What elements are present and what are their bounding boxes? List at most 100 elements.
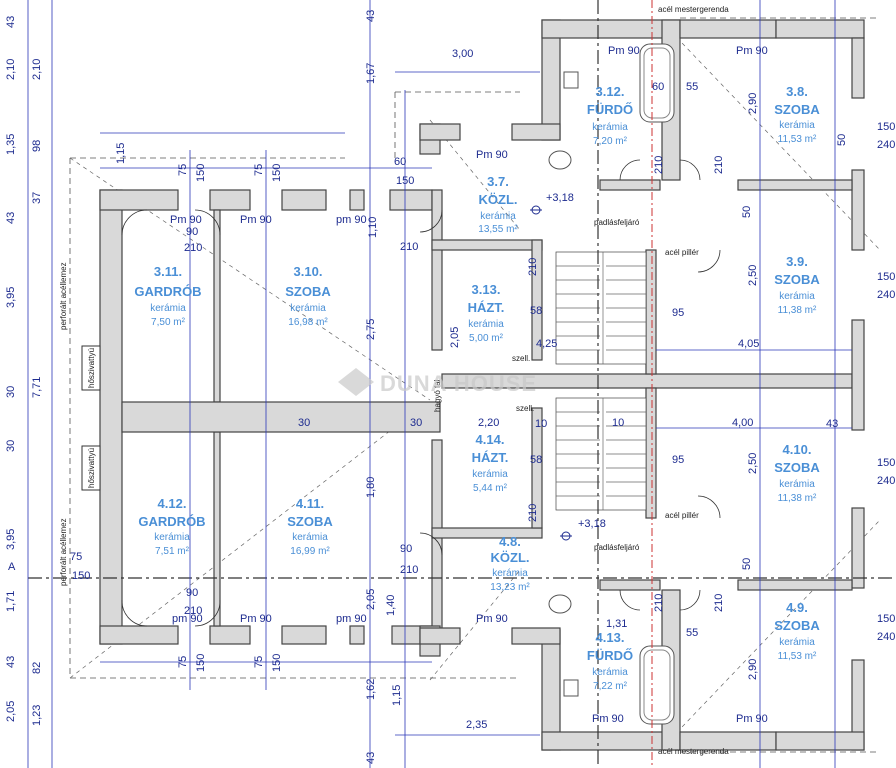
vent-label-top: szell. [512, 354, 530, 363]
dim-label: 3,95 [5, 287, 17, 308]
dim-label: 210 [184, 242, 202, 254]
room-name: FÜRDŐ [587, 648, 633, 663]
room-finish: kerámia [779, 291, 815, 302]
dim-label: 3,95 [5, 529, 17, 550]
room-4-14: 4.14. HÁZT. kerámia 5,44 m² [472, 432, 509, 494]
dim-label: 1,71 [5, 591, 17, 612]
room-name: GARDRÓB [134, 284, 201, 299]
room-finish: kerámia [592, 122, 628, 133]
dim-label: 4,00 [732, 417, 753, 429]
bathtub-upper [639, 43, 675, 123]
dim-label: 150 [72, 570, 90, 582]
room-number: 3.7. [487, 174, 509, 189]
dim-label: 150 [195, 654, 207, 672]
beam-label-top: acél mestergerenda [658, 5, 729, 14]
dim-label: 240 [877, 139, 895, 151]
attic-access-bottom: padlásfeljáró [594, 543, 640, 552]
pm-label: Pm 90 [736, 713, 768, 725]
dim-label: 90 [186, 587, 198, 599]
dim-label: 75 [177, 656, 189, 668]
room-finish: kerámia [154, 532, 190, 543]
pm-label: Pm 90 [240, 214, 272, 226]
room-name: HÁZT. [472, 450, 509, 465]
dim-label: 210 [527, 504, 539, 522]
dim-label: 43 [5, 656, 17, 668]
dim-label: 1,80 [365, 477, 377, 498]
room-area: 7,20 m² [593, 136, 628, 147]
room-area: 11,38 m² [778, 305, 817, 316]
perforated-plate-top: perforált acéllemez [59, 262, 68, 330]
staircase-lower [555, 397, 647, 511]
room-name: SZOBA [285, 284, 331, 299]
pm-label: Pm 90 [608, 45, 640, 57]
dim-label: 43 [5, 16, 17, 28]
room-finish: kerámia [779, 120, 815, 131]
left-dimension-column: 2,10 1,35 43 3,95 30 30 3,95 1,71 43 2,0… [5, 59, 43, 726]
dim-label: 2,90 [747, 93, 759, 114]
level-upper: +3,18 [546, 192, 574, 204]
dim-label: 210 [400, 241, 418, 253]
room-area: 11,53 m² [778, 651, 817, 662]
room-number: 4.12. [158, 496, 187, 511]
pm-label: pm 90 [336, 613, 367, 625]
room-finish: kerámia [150, 303, 186, 314]
watermark-logo: DUNA HOUSE [338, 368, 536, 396]
dimension-texts: 3,00 2,35 4,05 4,00 2,20 4,25 Pm 90 Pm 9… [5, 10, 895, 764]
staircase-upper [555, 251, 647, 365]
room-number: 4.11. [296, 496, 324, 511]
room-finish: kerámia [592, 667, 628, 678]
dim-label: 43 [365, 10, 377, 22]
room-name: HÁZT. [468, 300, 505, 315]
pm-label: Pm 90 [476, 613, 508, 625]
dim-label: 210 [713, 594, 725, 612]
bathtub-lower [639, 645, 675, 725]
dim-label: 37 [31, 192, 43, 204]
room-number: 4.8. [499, 534, 521, 549]
room-name: KÖZL. [479, 192, 518, 207]
dim-label: 58 [530, 305, 542, 317]
room-area: 7,22 m² [593, 681, 628, 692]
dim-label: 10 [535, 418, 547, 430]
dim-label: 1,23 [31, 705, 43, 726]
room-finish: kerámia [468, 319, 504, 330]
pm-label: Pm 90 [170, 214, 202, 226]
dim-label: 75 [253, 164, 265, 176]
pm-label: pm 90 [336, 214, 367, 226]
room-3-12: 3.12. FÜRDŐ kerámia 7,20 m² [587, 84, 633, 147]
room-number: 4.14. [476, 432, 505, 447]
pm-label: Pm 90 [736, 45, 768, 57]
dim-label: 1,40 [385, 595, 397, 616]
room-area: 7,51 m² [155, 546, 190, 557]
room-area: 5,00 m² [469, 333, 504, 344]
room-3-13: 3.13. HÁZT. kerámia 5,00 m² [468, 282, 505, 344]
dim-label: 4,05 [738, 338, 759, 350]
room-name: SZOBA [287, 514, 333, 529]
dim-label: 55 [686, 627, 698, 639]
dim-label: 30 [298, 417, 310, 429]
toilet-upper [548, 71, 579, 170]
attic-access-top: padlásfeljáró [594, 218, 640, 227]
dim-label: 50 [741, 558, 753, 570]
dim-label: 1,67 [365, 63, 377, 84]
dim-label: 50 [741, 206, 753, 218]
dim-label: 75 [70, 551, 82, 563]
room-area: 16,99 m² [290, 546, 330, 557]
room-number: 4.10. [783, 442, 812, 457]
room-number: 3.12. [596, 84, 625, 99]
dim-label: 150 [877, 613, 895, 625]
room-4-9: 4.9. SZOBA kerámia 11,53 m² [774, 600, 820, 662]
room-finish: kerámia [472, 469, 508, 480]
room-area: 13,55 m² [478, 224, 518, 235]
dim-label: 55 [686, 81, 698, 93]
dim-label: 240 [877, 289, 895, 301]
room-number: 3.9. [786, 254, 808, 269]
dim-label: 2,10 [31, 59, 43, 80]
dim-label: 90 [186, 226, 198, 238]
dim-label: 98 [31, 140, 43, 152]
room-3-9: 3.9. SZOBA kerámia 11,38 m² [774, 254, 820, 316]
toilet-lower [548, 594, 579, 697]
dim-label: 43 [826, 418, 838, 430]
dim-label: 150 [271, 654, 283, 672]
dim-label: 210 [184, 605, 202, 617]
